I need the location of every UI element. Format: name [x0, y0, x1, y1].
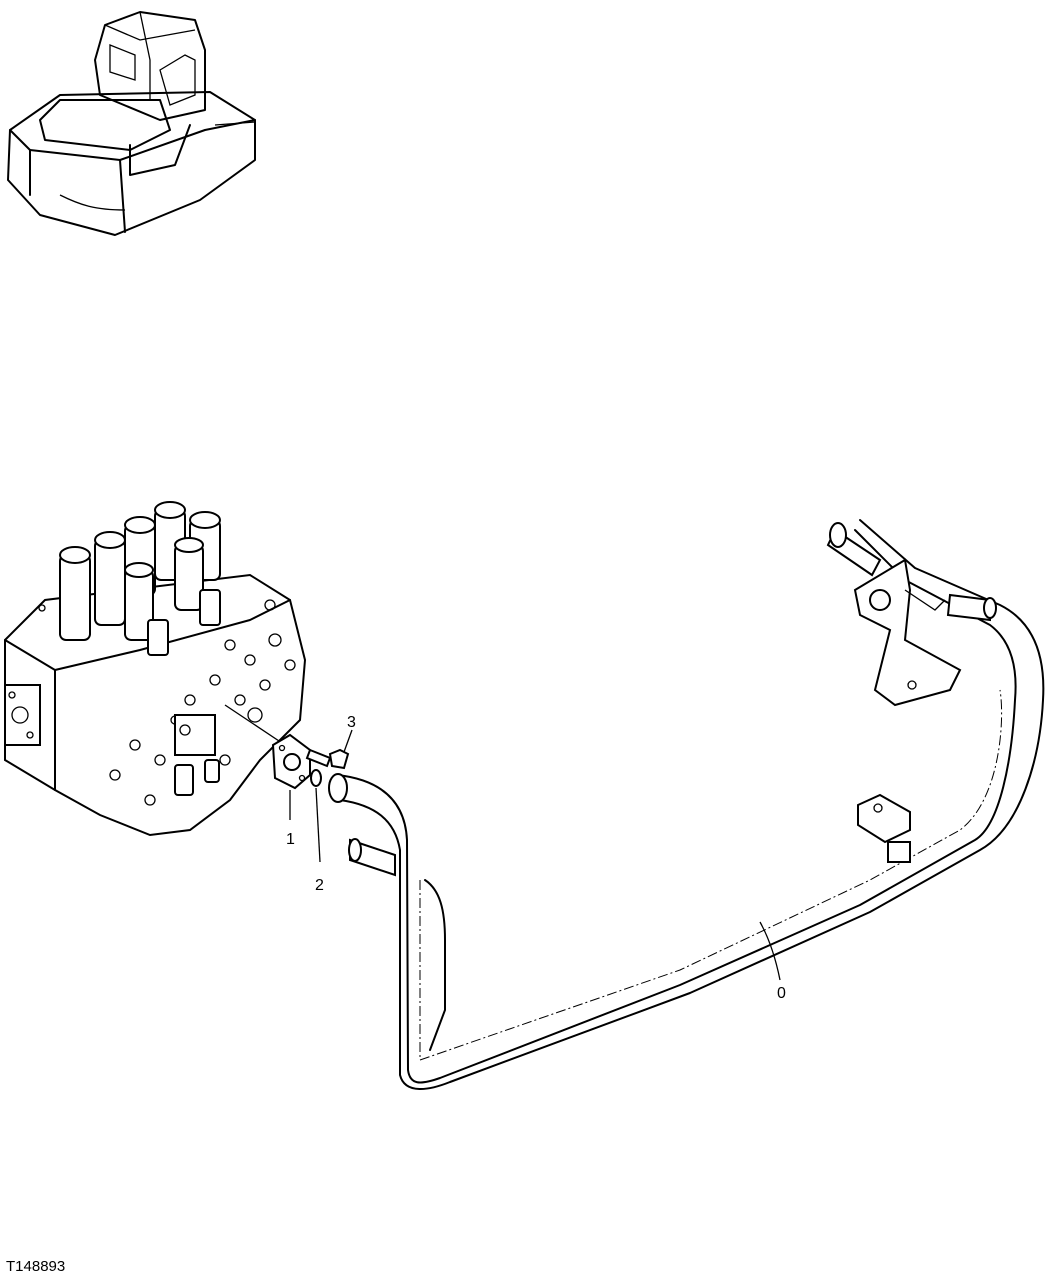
figure-id: T148893 [6, 1258, 66, 1275]
callout-3: 3 [347, 714, 356, 731]
hydraulic-tube-illustration [328, 519, 1045, 1090]
valve-spools [59, 501, 221, 656]
valve-ports [38, 599, 296, 806]
flange-illustration [271, 733, 311, 790]
callout-2: 2 [315, 877, 324, 894]
callout-leaders [289, 729, 781, 981]
tube-clamp-illustration [857, 793, 911, 863]
callout-1: 1 [286, 831, 295, 848]
cap-screw-illustration [305, 748, 350, 770]
callout-0: 0 [777, 985, 786, 1002]
excavator-locator-illustration [7, 11, 256, 236]
o-ring-illustration [310, 769, 322, 787]
support-bracket-illustration [853, 558, 962, 707]
control-valve-illustration [4, 501, 307, 837]
